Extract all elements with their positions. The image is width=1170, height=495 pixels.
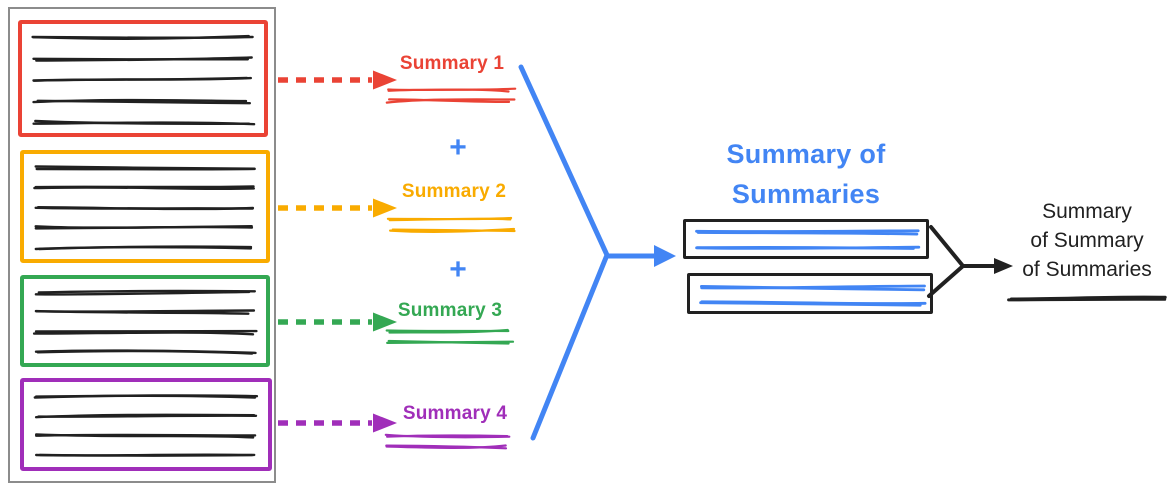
document-1-arrowhead-icon xyxy=(373,70,397,90)
summary-of-summaries-text-line xyxy=(700,285,926,292)
document-box-2 xyxy=(20,150,270,263)
document-2-arrowhead-icon xyxy=(373,198,397,218)
document-3-text-line xyxy=(35,309,256,313)
document-4-arrowhead-icon xyxy=(373,413,397,433)
summary-3-scribble xyxy=(388,328,509,334)
summary-1-scribble xyxy=(387,88,510,93)
document-3-text-line xyxy=(36,349,254,355)
plus-sign-1: + xyxy=(449,131,467,164)
summary-of-summaries-text-line xyxy=(696,231,919,236)
summary-of-summaries-title-line2: Summaries xyxy=(731,179,881,209)
summary-4-scribble xyxy=(385,444,507,449)
document-4-text-line xyxy=(38,453,256,457)
document-2-text-line xyxy=(38,245,253,251)
document-4-text-line xyxy=(35,433,257,437)
final-summary-label-line3: of Summaries xyxy=(1022,258,1152,281)
document-1-text-line xyxy=(36,99,251,105)
document-box-1 xyxy=(18,20,268,137)
document-2-text-line xyxy=(36,206,255,211)
document-box-3 xyxy=(20,275,270,367)
document-1-text-line xyxy=(31,35,254,40)
summary-3-scribble xyxy=(387,339,510,345)
summary-1-label: Summary 1 xyxy=(399,53,505,74)
documents-container xyxy=(8,7,276,483)
final-summary-label-line1: Summary xyxy=(1042,200,1132,223)
document-1-text-line xyxy=(34,119,251,125)
summary-of-summaries-box-2 xyxy=(687,273,933,314)
summary-of-summaries-text-line xyxy=(699,301,922,307)
summary-of-summaries-text-line xyxy=(695,245,915,250)
document-4-text-line xyxy=(37,414,258,418)
summary-2-label: Summary 2 xyxy=(401,181,507,202)
document-1-text-line xyxy=(35,56,253,62)
summary-3-label: Summary 3 xyxy=(397,300,503,321)
document-2-text-line xyxy=(34,225,254,229)
summary-2-scribble xyxy=(391,228,516,233)
document-3-text-line xyxy=(32,331,255,336)
reduce-bracket xyxy=(927,225,965,298)
document-4-text-line xyxy=(33,394,259,399)
summary-2-scribble xyxy=(386,216,513,221)
document-1-text-line xyxy=(32,76,252,82)
summary-4-label: Summary 4 xyxy=(402,403,508,424)
summary-of-summaries-title-line1: Summary of xyxy=(726,139,886,169)
summary-of-summaries-title: Summary of Summaries xyxy=(671,134,941,214)
summary-4-scribble xyxy=(386,434,509,438)
final-summary-label-line2: of Summary xyxy=(1030,229,1144,252)
document-3-arrowhead-icon xyxy=(373,312,397,332)
final-summary-underline-scribble xyxy=(1007,297,1167,302)
plus-sign-2: + xyxy=(449,253,467,286)
summary-of-summaries-box-1 xyxy=(683,219,929,259)
document-3-text-line xyxy=(37,289,256,294)
merge-arrowhead-icon xyxy=(654,245,676,267)
final-summary-label: Summary of Summary of Summaries xyxy=(977,197,1170,284)
summary-1-scribble xyxy=(385,98,516,104)
summary-1-scribble xyxy=(388,98,511,104)
merge-bracket xyxy=(518,64,610,441)
reduce-arrowhead-icon xyxy=(994,258,1013,274)
document-2-text-line xyxy=(33,186,255,191)
document-box-4 xyxy=(20,378,272,471)
